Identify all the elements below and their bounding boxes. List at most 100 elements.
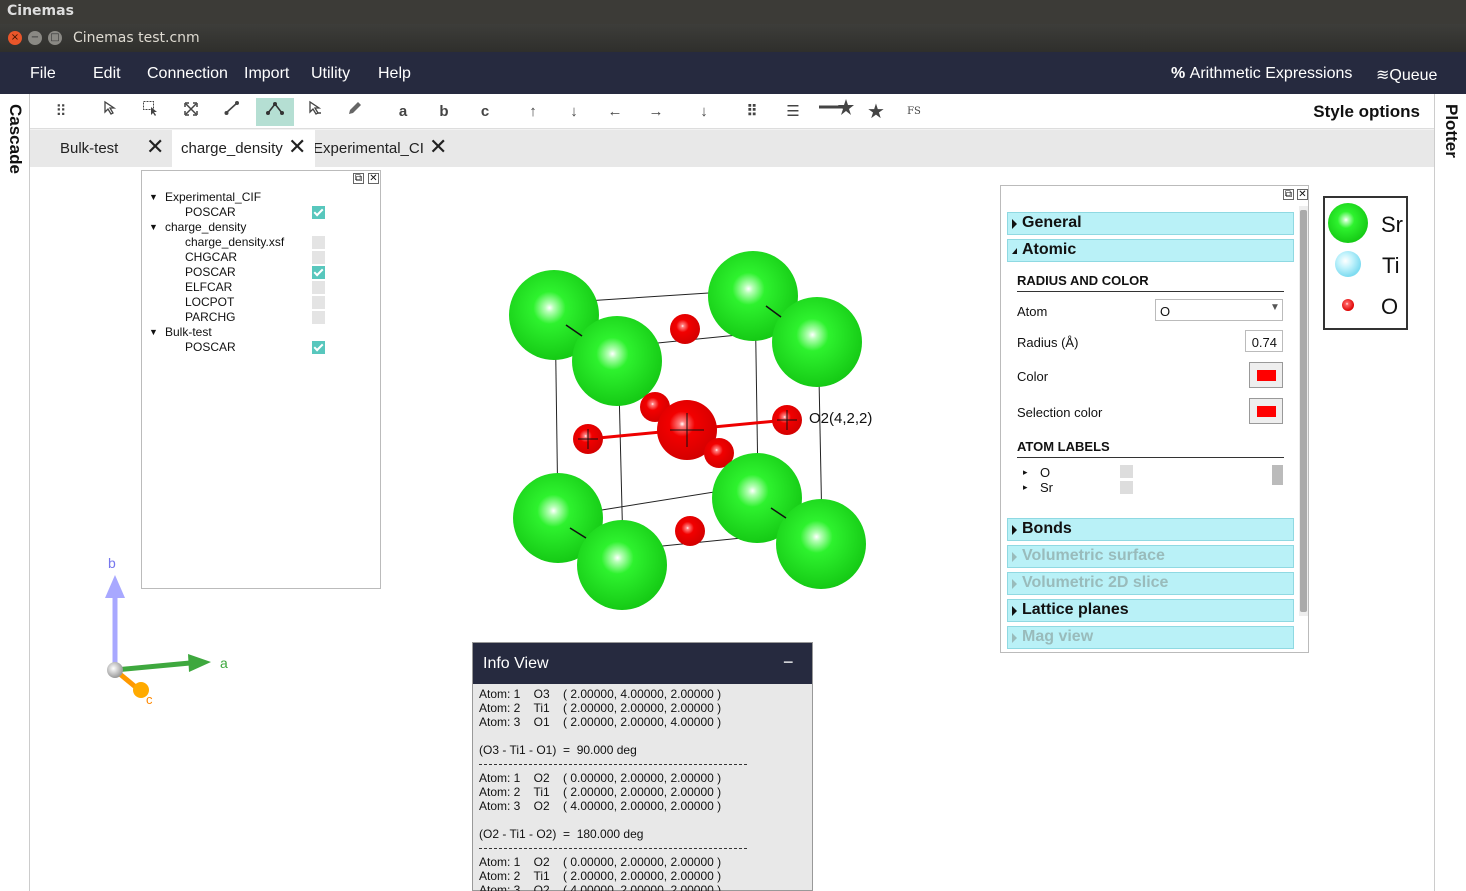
fs-icon[interactable]: FS (907, 106, 921, 117)
sr-atom[interactable] (708, 251, 798, 341)
radius-input[interactable]: 0.74 (1245, 330, 1283, 352)
tab-experimental-cif[interactable]: Experimental_CIF ✕ (315, 130, 455, 167)
arithmetic-expressions-button[interactable]: % Arithmetic Expressions (1171, 65, 1352, 83)
tree-item[interactable]: charge_density.xsf (185, 235, 285, 249)
arrow-down-icon[interactable]: ↓ (570, 103, 578, 120)
style-options-toggle[interactable]: Style options (1313, 102, 1420, 121)
menu-help[interactable]: Help (378, 65, 411, 82)
arrow-right-icon[interactable]: → (648, 103, 664, 120)
selection-crosshairs (578, 410, 797, 449)
arrow-left-icon[interactable]: ← (607, 103, 623, 120)
section-bonds[interactable]: Bonds (1007, 518, 1294, 541)
c-axis-button[interactable]: c (480, 103, 490, 120)
atom-select[interactable]: O ▼ (1155, 299, 1283, 321)
menu-connection[interactable]: Connection (147, 65, 228, 82)
o-atom[interactable] (675, 516, 705, 546)
dihedral-icon[interactable] (298, 98, 332, 126)
b-axis-button[interactable]: b (439, 103, 449, 120)
close-icon[interactable]: ✕ (1297, 189, 1308, 200)
tree-expand-icon[interactable]: ▼ (149, 192, 158, 202)
menu-file[interactable]: File (30, 65, 56, 82)
star-line-icon[interactable] (817, 98, 857, 126)
label-checkbox[interactable] (1120, 465, 1133, 478)
color-picker-button[interactable] (1249, 362, 1283, 388)
detach-icon[interactable]: ⧉ (1283, 189, 1294, 200)
tab-charge-density[interactable]: charge_density ✕ (172, 130, 315, 167)
tree-item-checkbox[interactable] (312, 281, 325, 294)
window-minimize-icon[interactable]: − (28, 31, 42, 45)
download-icon[interactable]: ↓ (700, 103, 708, 120)
plotter-sidebar[interactable]: Plotter (1434, 94, 1466, 891)
sr-atom[interactable] (513, 473, 603, 563)
label-checkbox[interactable] (1120, 481, 1133, 494)
angle-icon[interactable] (256, 98, 294, 126)
tab-close-icon[interactable]: ✕ (429, 134, 448, 159)
arrow-up-icon[interactable]: ↑ (529, 103, 537, 120)
grid-icon[interactable]: ⠿ (55, 103, 67, 120)
tree-item-checkbox[interactable] (312, 311, 325, 324)
sr-atom[interactable] (712, 453, 802, 543)
o-atom[interactable] (704, 438, 734, 468)
tree-item-checkbox[interactable] (312, 266, 325, 279)
tree-expand-icon[interactable]: ▼ (149, 222, 158, 232)
tree-item-checkbox[interactable] (312, 251, 325, 264)
tree-item[interactable]: CHGCAR (185, 250, 238, 264)
box-select-icon[interactable] (133, 98, 167, 126)
a-axis-button[interactable]: a (398, 103, 408, 120)
sr-atom[interactable] (776, 499, 866, 589)
sr-atom[interactable] (509, 270, 599, 360)
section-volumetric-2d-slice[interactable]: Volumetric 2D slice (1007, 572, 1294, 595)
tab-bulk-test[interactable]: Bulk-test ✕ (30, 130, 172, 167)
distance-icon[interactable] (215, 98, 249, 126)
layers-lines-icon[interactable]: ☰ (786, 103, 800, 120)
section-atomic[interactable]: Atomic (1007, 239, 1294, 262)
sr-atom[interactable] (577, 520, 667, 610)
star-icon[interactable]: ★ (867, 101, 885, 123)
select-arrow-icon[interactable] (93, 98, 127, 126)
section-lattice-planes[interactable]: Lattice planes (1007, 599, 1294, 622)
tree-group[interactable]: Bulk-test (165, 325, 212, 339)
tree-item-checkbox[interactable] (312, 341, 325, 354)
pencil-icon[interactable] (338, 98, 372, 126)
window-maximize-icon[interactable]: □ (48, 31, 62, 45)
fit-view-icon[interactable] (174, 98, 208, 126)
section-general[interactable]: General (1007, 212, 1294, 235)
tab-close-icon[interactable]: ✕ (288, 134, 307, 159)
atoms-grid-icon[interactable]: ⠿ (746, 103, 758, 120)
tree-item[interactable]: ELFCAR (185, 280, 233, 294)
tree-item[interactable]: POSCAR (185, 340, 236, 354)
inner-scrollbar[interactable] (1272, 465, 1283, 485)
tree-item-checkbox[interactable] (312, 296, 325, 309)
tab-close-icon[interactable]: ✕ (146, 134, 165, 159)
cascade-sidebar[interactable]: Cascade (0, 94, 30, 891)
expand-icon[interactable]: ▸ (1023, 467, 1028, 477)
section-volumetric-surface[interactable]: Volumetric surface (1007, 545, 1294, 568)
close-icon[interactable]: ✕ (368, 173, 379, 184)
queue-button[interactable]: ≋Queue (1376, 65, 1437, 85)
scrollbar[interactable] (1300, 210, 1307, 612)
detach-icon[interactable]: ⧉ (353, 173, 364, 184)
o-atom[interactable] (670, 314, 700, 344)
tree-item-checkbox[interactable] (312, 236, 325, 249)
a-axis-label: a (220, 655, 228, 671)
section-mag-view[interactable]: Mag view (1007, 626, 1294, 649)
tree-item[interactable]: POSCAR (185, 205, 236, 219)
tree-item[interactable]: POSCAR (185, 265, 236, 279)
window-close-icon[interactable]: × (8, 31, 22, 45)
tree-item-checkbox[interactable] (312, 206, 325, 219)
selection-color-button[interactable] (1249, 398, 1283, 424)
tree-group[interactable]: Experimental_CIF (165, 190, 262, 204)
tree-group[interactable]: charge_density (165, 220, 247, 234)
tree-item[interactable]: LOCPOT (185, 295, 235, 309)
sr-atom[interactable] (772, 297, 862, 387)
menu-edit[interactable]: Edit (93, 65, 121, 82)
layers-icon: ≋ (1376, 67, 1390, 84)
tree-item[interactable]: PARCHG (185, 310, 236, 324)
menu-import[interactable]: Import (244, 65, 290, 82)
expand-icon[interactable]: ▸ (1023, 482, 1028, 492)
tree-expand-icon[interactable]: ▼ (149, 327, 158, 337)
sr-atom[interactable] (572, 316, 662, 406)
menu-utility[interactable]: Utility (311, 65, 351, 82)
collapse-button[interactable]: − (783, 652, 794, 672)
